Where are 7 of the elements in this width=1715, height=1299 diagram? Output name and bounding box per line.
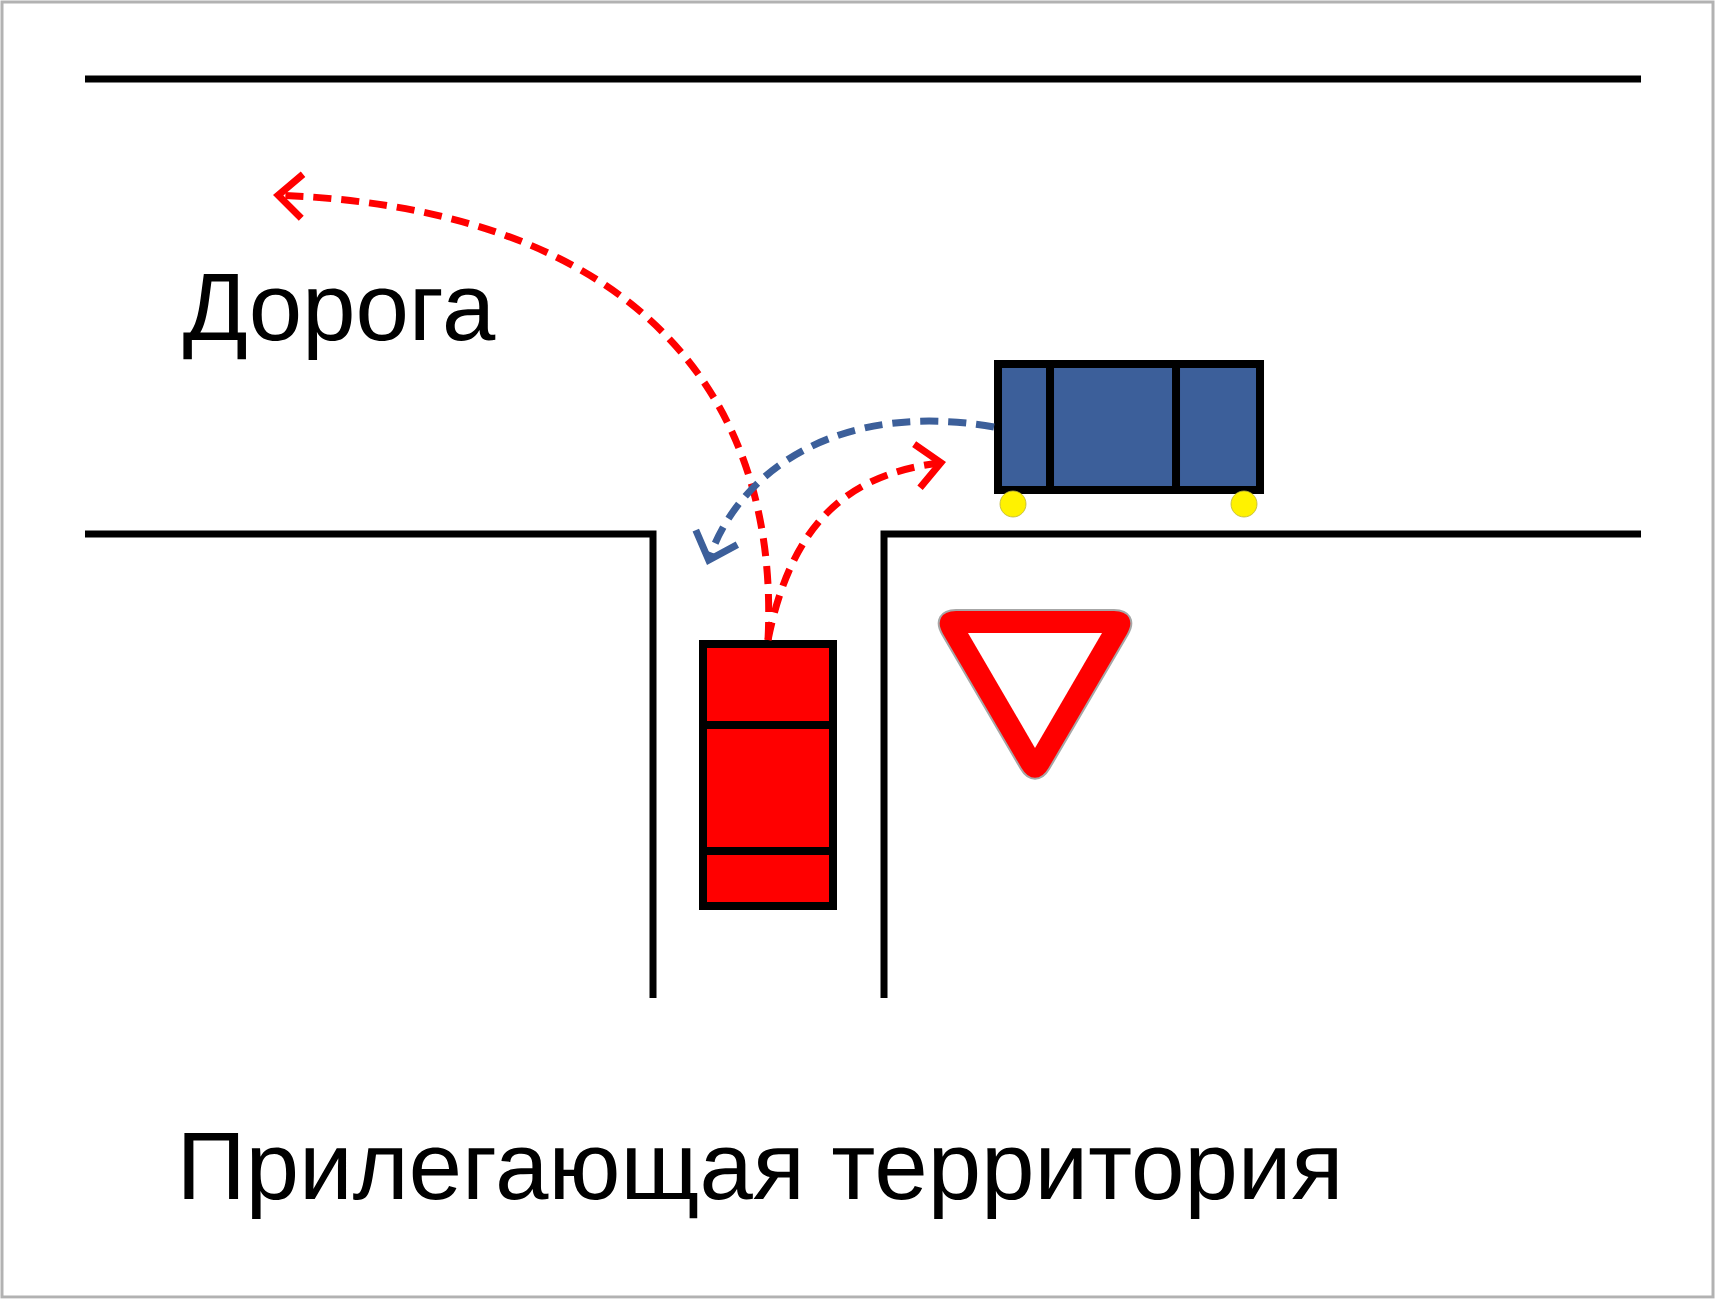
arrow xyxy=(764,441,946,641)
car-drawing xyxy=(699,640,837,910)
arrow xyxy=(692,417,995,565)
area-label: Дорога xyxy=(183,274,496,360)
area-label: Прилегающая территория xyxy=(184,1133,1337,1219)
truck-drawing xyxy=(994,360,1264,518)
arrow xyxy=(273,171,772,640)
